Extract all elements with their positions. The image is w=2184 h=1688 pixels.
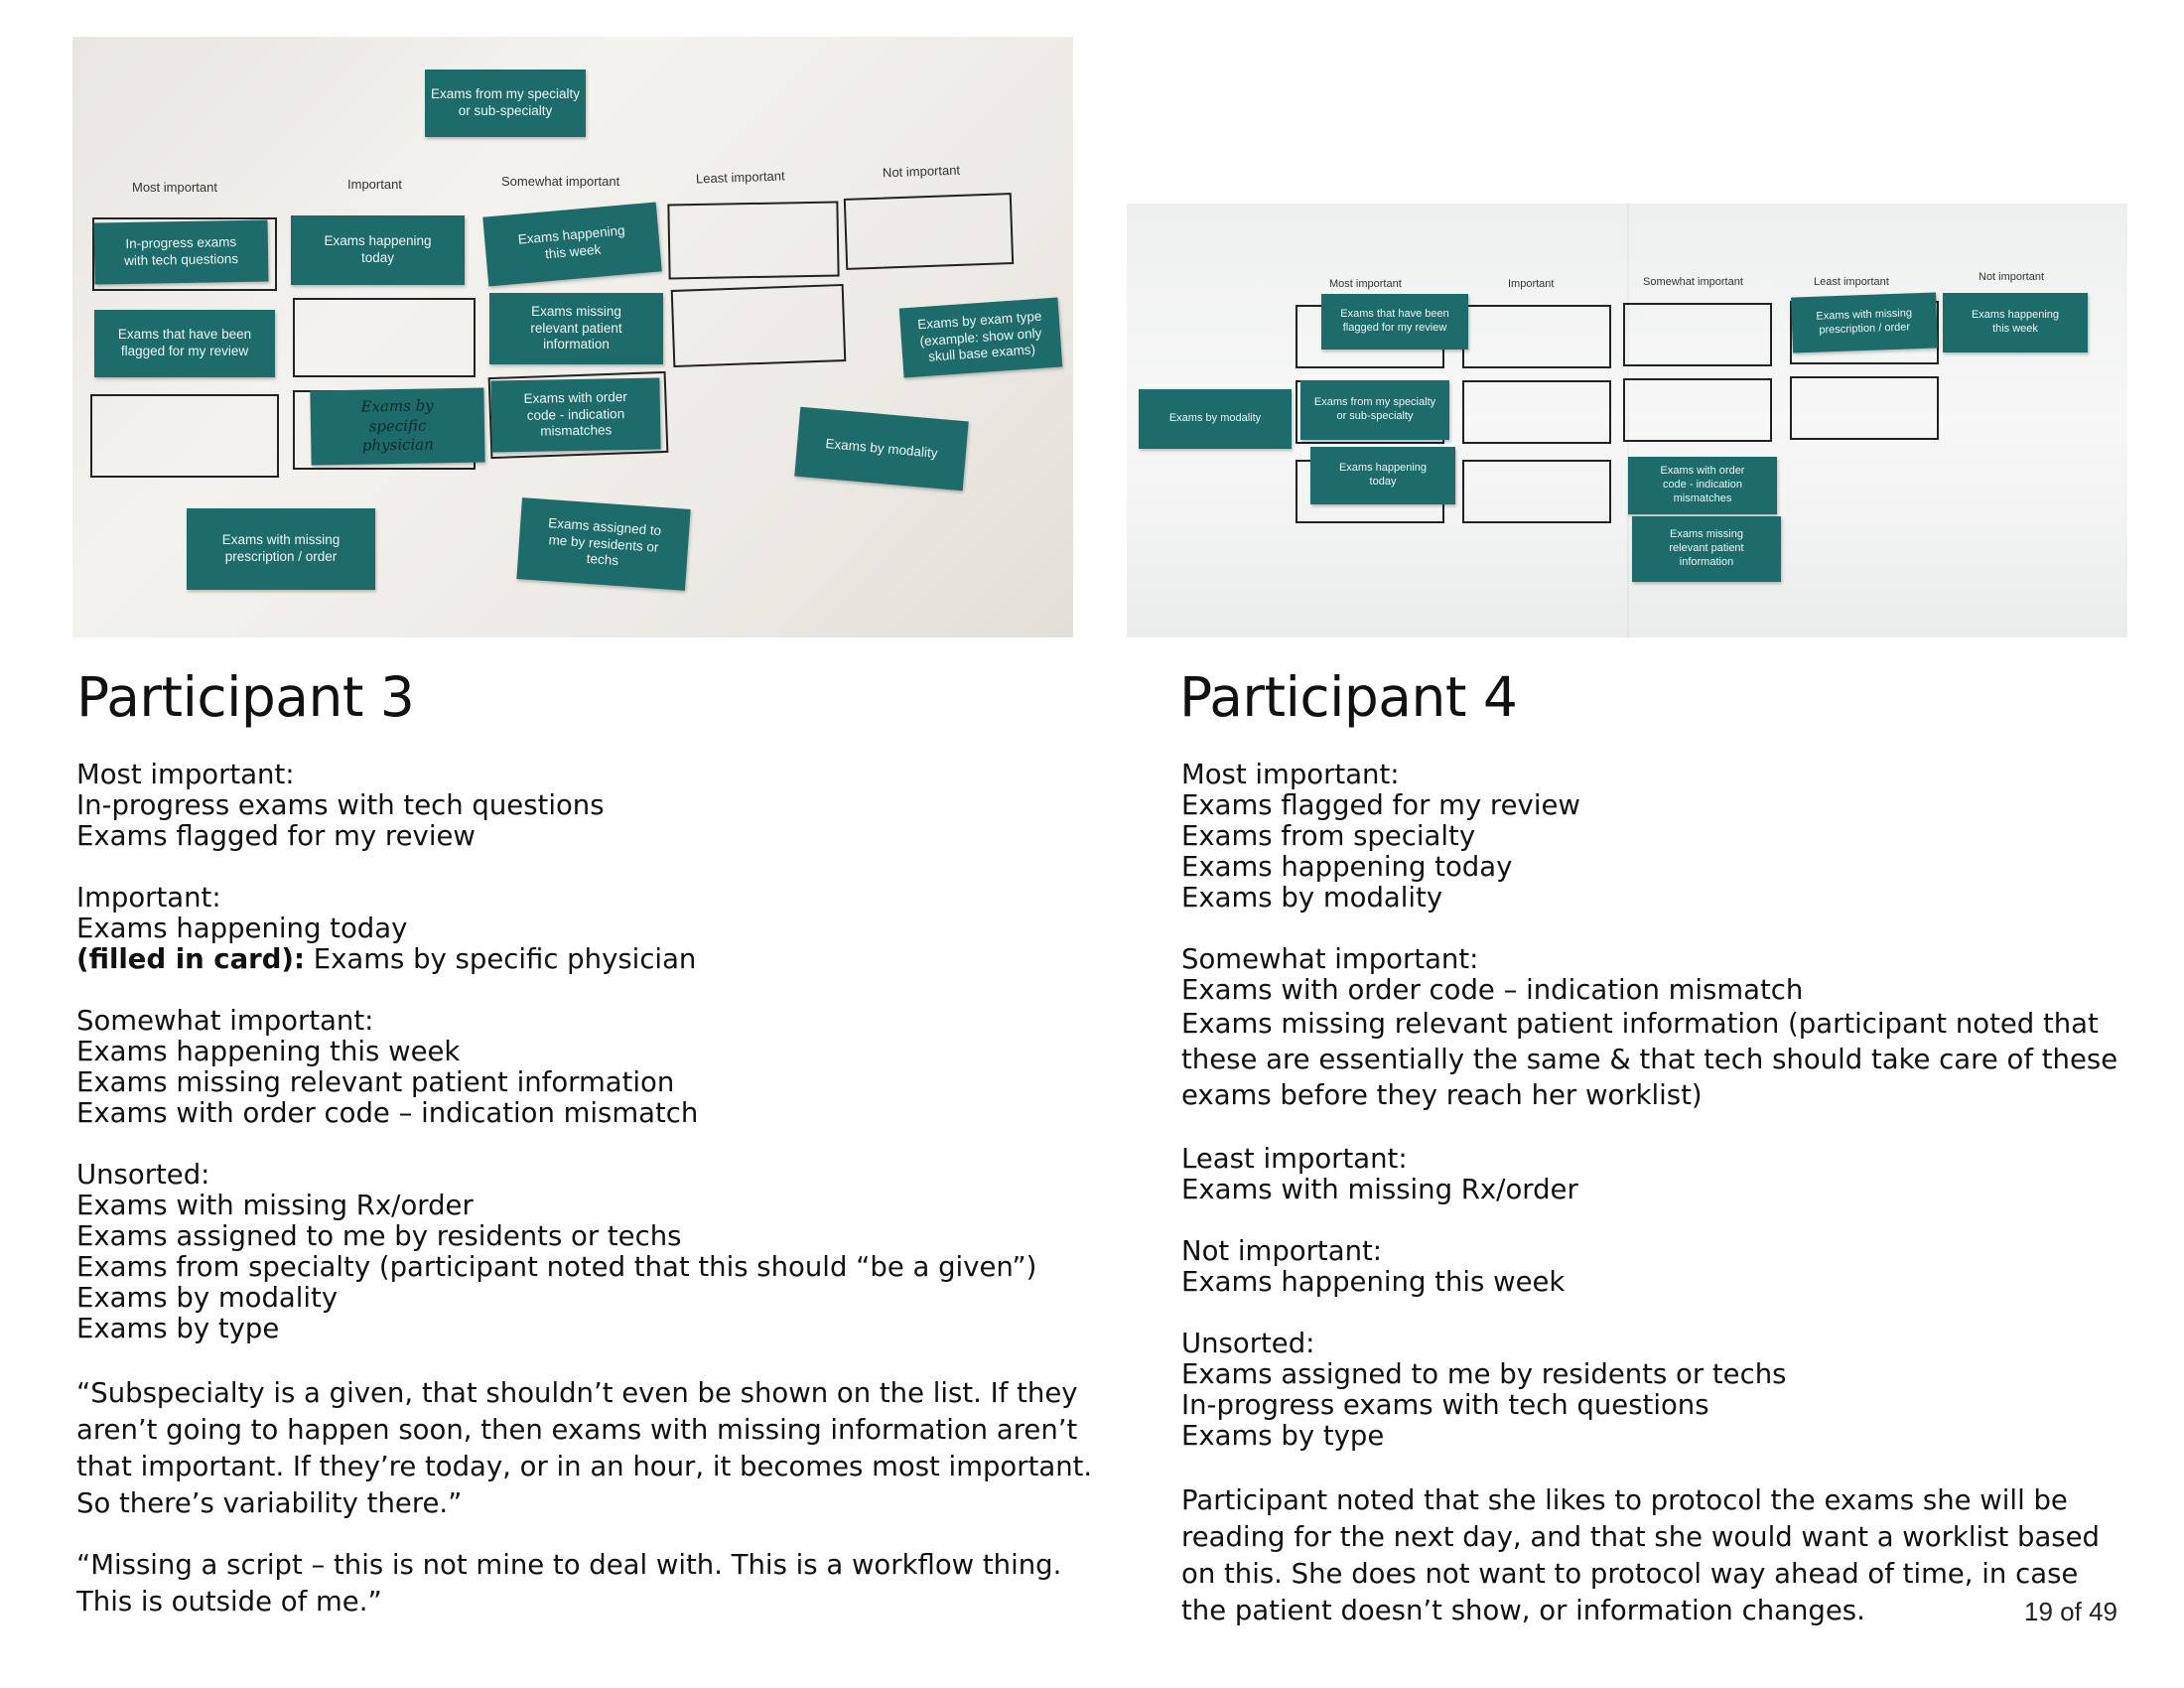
sort-card: Exams from my specialty or sub-specialty [425, 70, 586, 137]
filled-card-label: (filled in card): [76, 943, 305, 975]
sort-card: Exams missing relevant patient informati… [1632, 516, 1781, 582]
column-header: Not important [1979, 271, 2045, 283]
empty-slot [293, 298, 476, 377]
list-item: Exams assigned to me by residents or tec… [1181, 1358, 1787, 1390]
column-header: Most important [132, 180, 217, 195]
participant-4-notes: Most important: Exams flagged for my rev… [1181, 760, 2149, 1629]
card-sort-photo-participant-3: Exams from my specialty or sub-specialty… [72, 37, 1073, 637]
important-section: Important: Exams happening today (filled… [76, 883, 1109, 975]
list-item: Exams by modality [76, 1282, 339, 1314]
column-header: Important [1508, 278, 1555, 290]
list-item: In-progress exams with tech questions [1181, 1389, 1709, 1421]
most-important-section: Most important: Exams flagged for my rev… [1181, 760, 2149, 914]
column-header: Most important [1329, 278, 1402, 290]
sort-card: Exams by modality [794, 406, 969, 492]
empty-slot [667, 201, 840, 280]
empty-slot [1462, 380, 1611, 444]
empty-slot [843, 193, 1015, 270]
participant-3-notes: Most important: In-progress exams with t… [76, 760, 1109, 1645]
sort-card: Exams with order code - indication misma… [1628, 457, 1777, 514]
not-important-section: Not important: Exams happening this week [1181, 1236, 2149, 1298]
column-header: Least important [695, 168, 785, 187]
sort-card: Exams by modality [1139, 389, 1292, 449]
list-item: Exams happening this week [76, 1036, 461, 1067]
unsorted-section: Unsorted: Exams with missing Rx/order Ex… [76, 1160, 1109, 1344]
list-item: Exams flagged for my review [1181, 789, 1580, 821]
column-header: Least important [1814, 276, 1889, 288]
empty-slot [670, 283, 847, 368]
sort-card: Exams with order code - indication misma… [490, 377, 661, 453]
list-item: Exams flagged for my review [76, 820, 476, 852]
participant-quote: “Subspecialty is a given, that shouldn’t… [76, 1377, 1093, 1519]
somewhat-important-section: Somewhat important: Exams happening this… [76, 1006, 1109, 1129]
sort-card: Exams that have been flagged for my revi… [94, 310, 275, 377]
filled-card-value: Exams by specific physician [304, 943, 697, 975]
list-item: Exams with order code – indication misma… [76, 1097, 699, 1129]
list-item: Exams with missing Rx/order [1181, 1174, 1578, 1205]
section-label: Somewhat important: [76, 1005, 374, 1037]
sort-card: Exams happening this week [482, 202, 662, 287]
empty-slot [1623, 378, 1772, 442]
list-item: Exams happening today [1181, 851, 1513, 883]
sort-card: Exams happening today [291, 215, 465, 285]
column-header: Not important [882, 162, 961, 181]
section-label: Somewhat important: [1181, 943, 1479, 975]
list-item: Exams from specialty [1181, 820, 1476, 852]
section-label: Unsorted: [1181, 1328, 1315, 1359]
participant-4-title: Participant 4 [1179, 665, 1518, 729]
column-header: Important [347, 177, 402, 192]
page-number: 19 of 49 [2024, 1597, 2117, 1626]
list-item: Exams with order code – indication misma… [1181, 974, 1804, 1006]
empty-slot [90, 394, 279, 478]
least-important-section: Least important: Exams with missing Rx/o… [1181, 1144, 2149, 1205]
empty-slot [1462, 305, 1611, 368]
sort-card: Exams that have been flagged for my revi… [1321, 294, 1468, 350]
handwritten-note: Exams by specific physician [360, 396, 434, 455]
list-item: Exams by type [76, 1313, 280, 1344]
sort-card: Exams assigned to me by residents or tec… [516, 497, 691, 591]
sort-card: Exams happening this week [1943, 293, 2088, 352]
participant-3-title: Participant 3 [76, 665, 415, 729]
list-item: Exams assigned to me by residents or tec… [76, 1220, 682, 1252]
participant-note: Participant noted that she likes to prot… [1181, 1484, 2100, 1626]
list-item: Exams by type [1181, 1420, 1385, 1452]
list-item: In-progress exams with tech questions [76, 789, 605, 821]
sort-card: Exams happening today [1310, 447, 1455, 504]
empty-slot [92, 217, 277, 291]
section-label: Important: [76, 882, 221, 914]
list-item: Exams from specialty (participant noted … [76, 1251, 1037, 1283]
sort-card: Exams by exam type (example: show only s… [898, 297, 1063, 378]
empty-slot [1462, 460, 1611, 523]
sort-card: Exams missing relevant patient informati… [489, 293, 663, 364]
participant-quote: “Missing a script – this is not mine to … [76, 1549, 1062, 1618]
section-label: Most important: [1181, 759, 1400, 790]
sort-card: Exams with missing prescription / order [1791, 292, 1938, 353]
list-item: Exams by modality [1181, 882, 1443, 914]
list-item: Exams missing relevant patient informati… [1181, 1008, 2118, 1111]
card-sort-photo-participant-4: Most important Important Somewhat import… [1127, 204, 2127, 637]
section-label: Unsorted: [76, 1159, 210, 1191]
sort-card: Exams from my specialty or sub-specialty [1300, 380, 1449, 440]
somewhat-important-section: Somewhat important: Exams with order cod… [1181, 944, 2149, 1113]
sort-card: Exams with missing prescription / order [187, 508, 375, 590]
section-label: Not important: [1181, 1235, 1383, 1267]
list-item: Exams happening today [76, 913, 408, 944]
list-item: Exams missing relevant patient informati… [76, 1066, 675, 1098]
column-header: Somewhat important [1643, 276, 1743, 288]
section-label: Least important: [1181, 1143, 1408, 1175]
empty-slot [1790, 376, 1939, 440]
section-label: Most important: [76, 759, 295, 790]
empty-slot [1623, 303, 1772, 366]
handwritten-card: Exams by specific physician [310, 387, 485, 466]
column-header: Somewhat important [501, 174, 620, 189]
sort-card: In-progress exams with tech questions [93, 219, 269, 285]
list-item: Exams happening this week [1181, 1266, 1566, 1298]
unsorted-section: Unsorted: Exams assigned to me by reside… [1181, 1329, 2149, 1452]
list-item: (filled in card): Exams by specific phys… [76, 944, 1109, 975]
most-important-section: Most important: In-progress exams with t… [76, 760, 1109, 852]
list-item: Exams with missing Rx/order [76, 1190, 474, 1221]
